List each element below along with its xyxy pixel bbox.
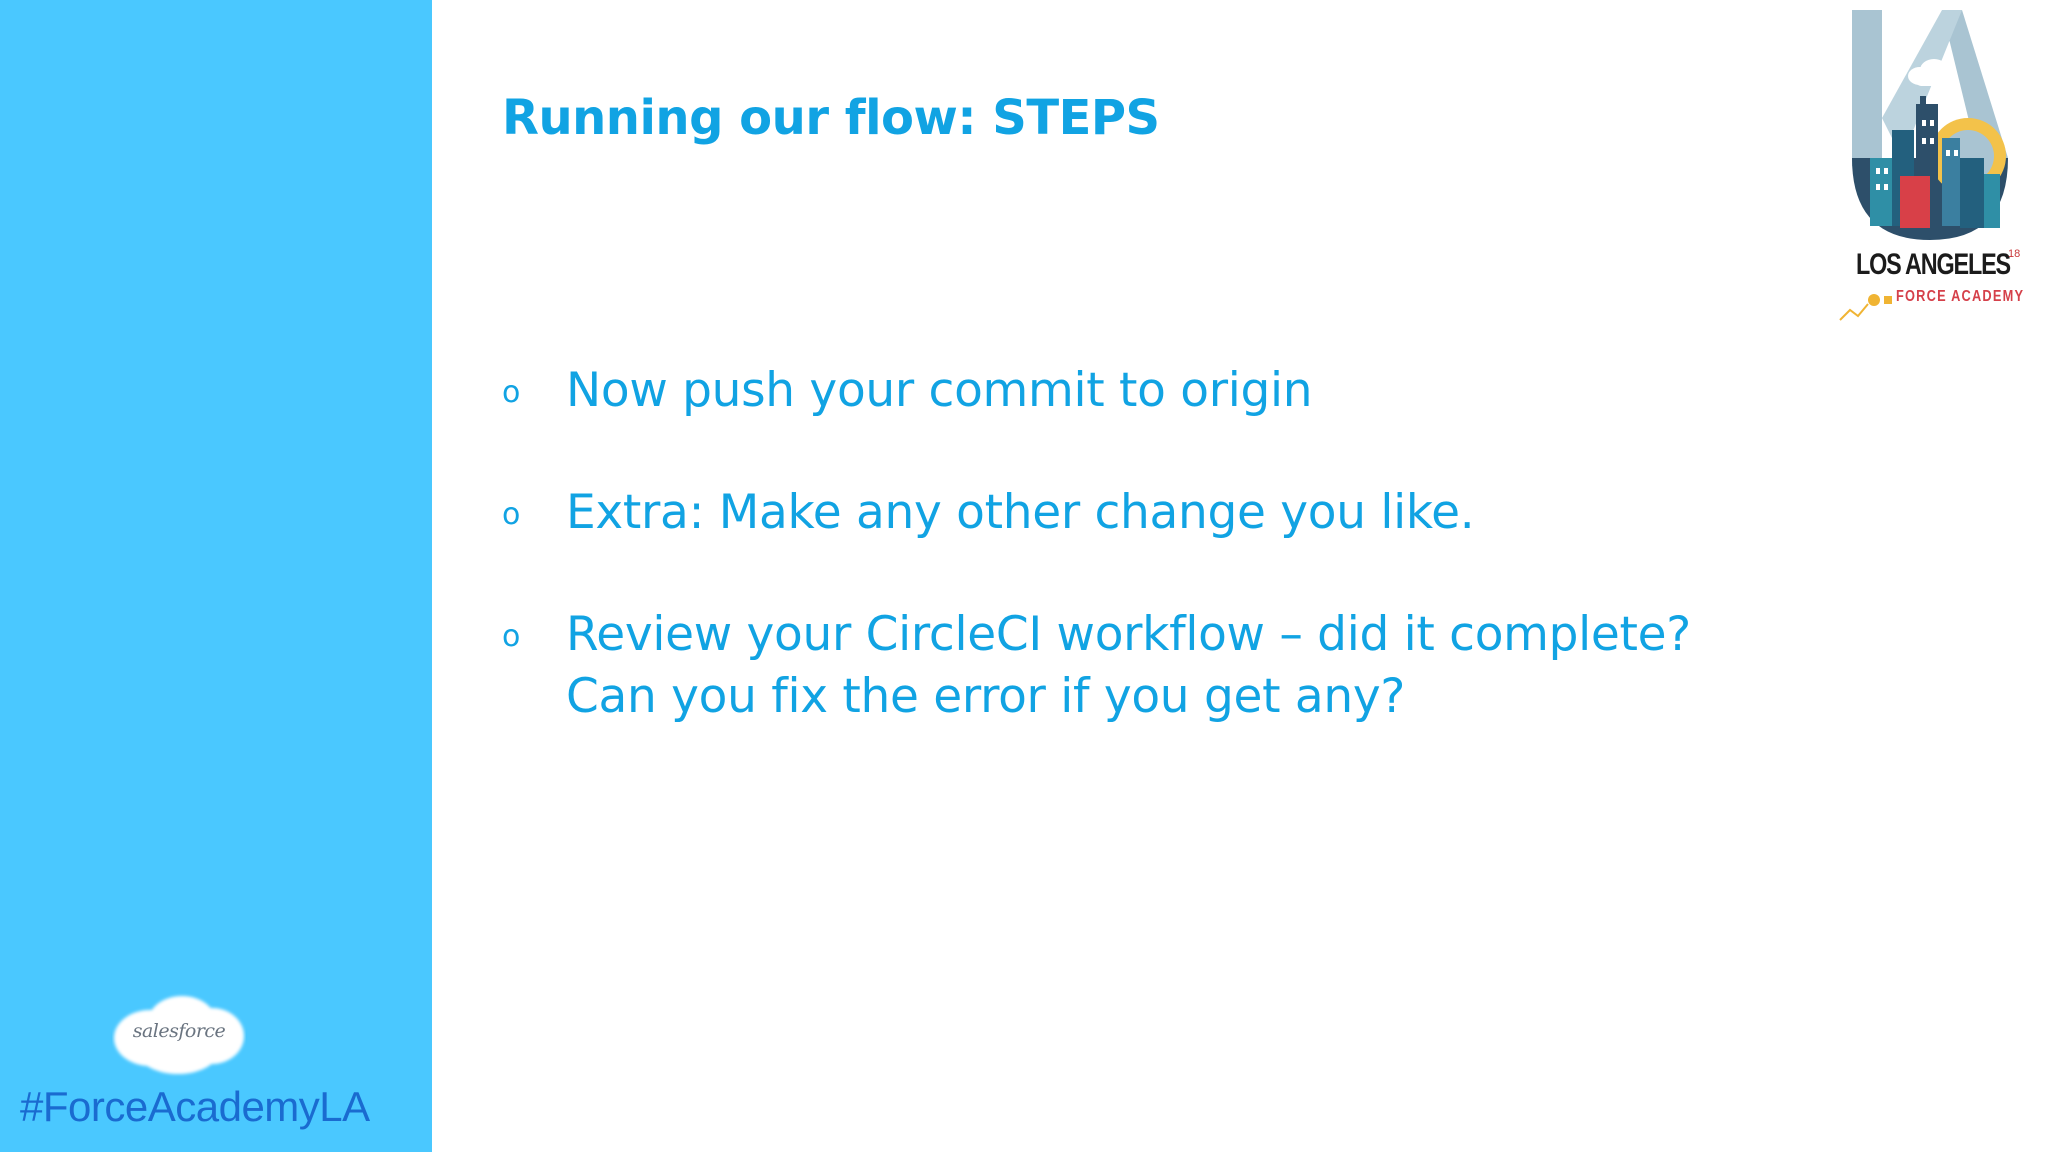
bullet-text: Extra: Make any other change you like. (566, 485, 1475, 540)
bullet-item: o Extra: Make any other change you like. (502, 482, 1902, 544)
salesforce-logo-text: salesforce (132, 1020, 226, 1042)
la-skyline-icon (1852, 10, 2008, 240)
cloud-icon (114, 996, 244, 1074)
logo-year: 18 (2008, 248, 2021, 260)
slide-title: Running our flow: STEPS (502, 90, 1160, 146)
sparkline-icon (1839, 294, 1892, 321)
bullet-marker: o (502, 375, 521, 410)
bullet-list: o Now push your commit to origin o Extra… (502, 360, 1902, 788)
bullet-item: o Review your CircleCI workflow – did it… (502, 604, 1902, 728)
hashtag-label: #ForceAcademyLA (20, 1083, 370, 1130)
bullet-marker: o (502, 619, 521, 654)
bullet-text: Now push your commit to origin (566, 363, 1313, 418)
logo-title: LOS ANGELES (1856, 248, 2011, 281)
force-academy-la-logo: LOS ANGELES 18 FORCE ACADEMY (1838, 8, 2023, 321)
bullet-item: o Now push your commit to origin (502, 360, 1902, 422)
left-sidebar: salesforce #ForceAcademyLA (0, 0, 432, 1152)
logo-subtitle: FORCE ACADEMY (1896, 288, 2025, 305)
bullet-marker: o (502, 497, 521, 532)
bullet-text-continued: Can you fix the error if you get any? (566, 669, 1406, 724)
bullet-text: Review your CircleCI workflow – did it c… (566, 607, 1691, 662)
salesforce-cloud-logo: salesforce (112, 990, 246, 1080)
